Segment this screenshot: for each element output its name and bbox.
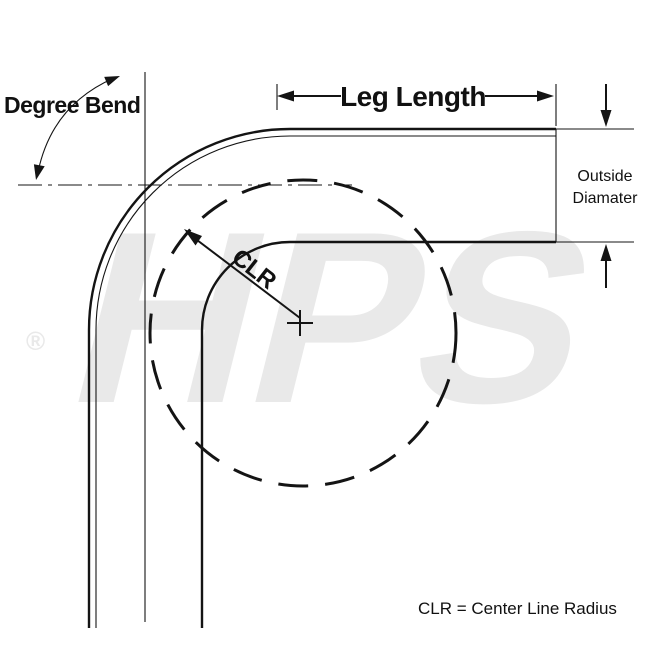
pipe-wall-inset-line — [95, 135, 556, 628]
degree-bend-arc — [37, 77, 115, 173]
outside-diameter-dimension: Outside Diamater — [556, 84, 638, 288]
leg-length-dimension: Leg Length — [276, 81, 557, 126]
degree-bend-indicator: Degree Bend — [4, 76, 141, 180]
leg-length-arrowhead-right — [537, 90, 554, 102]
watermark-text: HPS — [49, 180, 621, 454]
outside-diameter-label-line2: Diamater — [573, 190, 639, 207]
clr-arrowhead — [184, 229, 202, 246]
clr-definition-label: CLR = Center Line Radius — [418, 599, 617, 618]
degree-bend-arrowhead-lower — [33, 164, 45, 180]
degree-bend-arrowhead-upper — [104, 76, 120, 87]
pipe-inner-outline — [200, 240, 556, 628]
outside-diameter-label-line1: Outside — [577, 168, 632, 185]
clr-arrow-line — [196, 239, 301, 319]
od-arrowhead-bottom — [600, 244, 612, 261]
tube-body — [87, 127, 557, 628]
degree-bend-label: Degree Bend — [4, 92, 140, 118]
od-arrowhead-top — [600, 110, 612, 127]
clr-circle — [148, 178, 458, 488]
watermark-registered-icon: ® — [26, 326, 45, 356]
center-mark — [287, 310, 313, 336]
watermark-group: HPS ® — [26, 180, 621, 454]
leg-length-arrowhead-left — [277, 90, 294, 102]
leg-length-label: Leg Length — [340, 81, 486, 112]
pipe-outer-outline — [87, 127, 556, 628]
